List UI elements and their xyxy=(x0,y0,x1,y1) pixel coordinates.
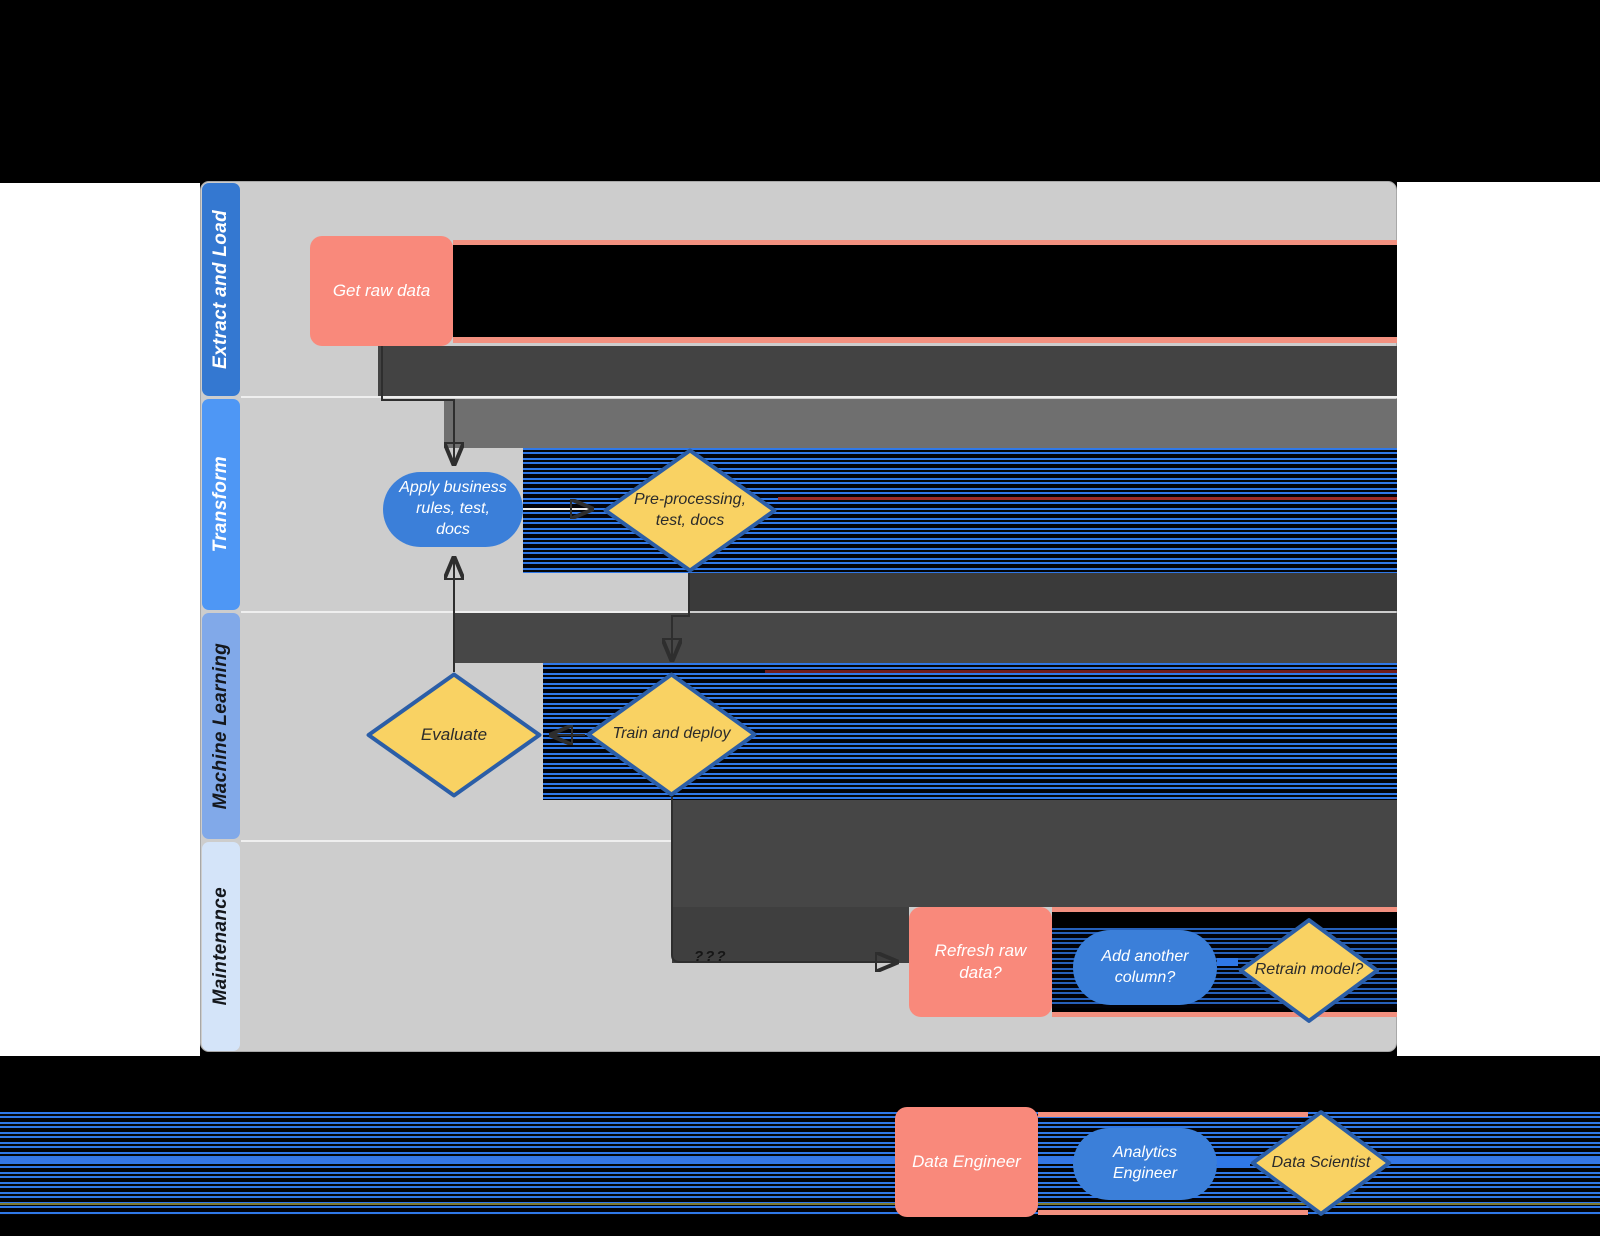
glitch-band-gray xyxy=(444,399,1397,448)
lane-separator xyxy=(241,611,688,613)
legend-data-scientist[interactable]: Data Scientist xyxy=(1250,1110,1392,1216)
lane-bar-machine-learning[interactable]: Machine Learning xyxy=(202,613,240,839)
lane-label: Machine Learning xyxy=(210,642,231,810)
diamond-shape xyxy=(585,672,758,797)
node-get-raw-data[interactable]: Get raw data xyxy=(310,236,453,346)
lane-separator xyxy=(241,840,672,842)
glitch-band-gray xyxy=(672,800,1397,907)
lane-label: Maintenance xyxy=(210,887,231,1006)
lane-bar-maintenance[interactable]: Maintenance xyxy=(202,842,240,1051)
node-label: Refresh raw data? xyxy=(934,940,1027,982)
node-label: Pre-processing, test, docs xyxy=(633,490,747,529)
page-margin-right xyxy=(1397,182,1600,1056)
legend-label: Data Scientist xyxy=(1271,1153,1371,1171)
legend-label: Data Engineer xyxy=(912,1151,1021,1171)
diamond-shape xyxy=(602,448,778,573)
glitch-smear-salmon xyxy=(1052,1012,1397,1017)
legend-label: Analytics Engineer xyxy=(1112,1144,1178,1182)
legend-glitch-olive-line xyxy=(0,1203,1600,1205)
diamond-shape xyxy=(1250,1110,1392,1216)
glitch-smear-salmon xyxy=(1038,1112,1308,1117)
node-label: Train and deploy xyxy=(612,725,731,743)
lane-label: Transform xyxy=(210,456,231,553)
node-apply-business-rules[interactable]: Apply business rules, test, docs xyxy=(383,472,523,547)
node-label: Evaluate xyxy=(420,724,488,744)
diamond-shape xyxy=(365,672,543,798)
node-retrain-model[interactable]: Retrain model? xyxy=(1238,918,1380,1023)
node-label: Get raw data xyxy=(332,280,431,300)
legend-data-engineer[interactable]: Data Engineer xyxy=(895,1107,1038,1217)
node-label: Add another column? xyxy=(1101,947,1189,986)
node-evaluate[interactable]: Evaluate xyxy=(365,672,543,798)
connector-label: ??? xyxy=(694,948,728,965)
glitch-smear-salmon xyxy=(453,337,1397,343)
node-label: Apply business rules, test, docs xyxy=(399,479,507,538)
legend-analytics-engineer[interactable]: Analytics Engineer xyxy=(1073,1128,1217,1200)
node-label: Retrain model? xyxy=(1254,961,1364,979)
glitch-connector-blue xyxy=(1217,1157,1250,1167)
glitch-smear-crimson xyxy=(778,497,1397,500)
glitch-connector-blue xyxy=(1217,958,1238,966)
diamond-shape xyxy=(1238,918,1380,1023)
node-preprocessing[interactable]: Pre-processing, test, docs xyxy=(602,448,778,573)
lane-separator xyxy=(241,396,1397,398)
legend-glitch-blue-line xyxy=(0,1157,1600,1163)
glitch-smear-salmon xyxy=(1038,1210,1308,1215)
node-add-another-column[interactable]: Add another column? xyxy=(1073,930,1217,1005)
page-margin-left xyxy=(0,183,200,1056)
glitch-band-gray xyxy=(378,346,1397,396)
node-train-and-deploy[interactable]: Train and deploy xyxy=(585,672,758,797)
lane-bar-extract-and-load[interactable]: Extract and Load xyxy=(202,183,240,396)
lane-label: Extract and Load xyxy=(210,210,231,369)
glitch-band-gray xyxy=(688,573,1397,611)
glitch-smear-salmon xyxy=(1052,907,1397,912)
node-refresh-raw-data[interactable]: Refresh raw data? xyxy=(909,907,1052,1017)
glitch-band-black xyxy=(453,245,1397,337)
lane-bar-transform[interactable]: Transform xyxy=(202,399,240,610)
glitch-band-gray xyxy=(455,613,1397,663)
glitch-smear-maroon xyxy=(765,670,1397,673)
glitch-smear-salmon xyxy=(453,240,1397,245)
